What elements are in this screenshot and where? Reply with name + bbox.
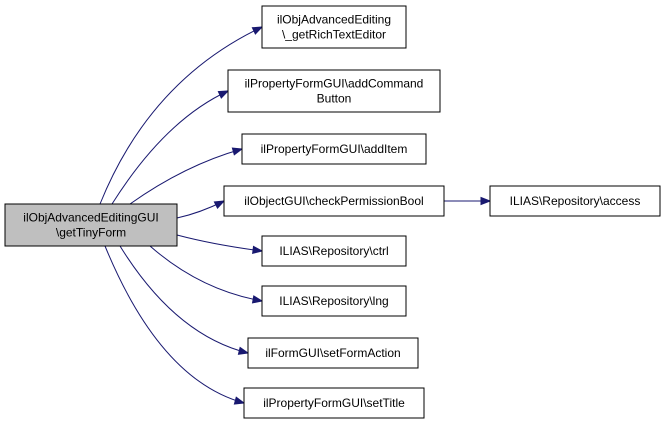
callee-node-4[interactable]: ILIAS\Repository\ctrl <box>261 235 407 267</box>
edges-layer <box>99 26 492 405</box>
callee-node-5-box <box>261 285 407 317</box>
edge-root-to-callee-5 <box>149 245 263 302</box>
callee-node-3[interactable]: ilObjectGUI\checkPermissionBool <box>223 185 445 217</box>
callee-node-1-label-line: Button <box>317 92 352 106</box>
edge-root-to-callee-0 <box>99 26 263 205</box>
edge-root-to-callee-3-arrowhead <box>213 200 226 210</box>
second-level-node-0-box <box>489 185 661 217</box>
edge-root-to-callee-4-arrowhead <box>252 245 264 254</box>
callee-node-1-label-line: ilPropertyFormGUI\addCommand <box>245 77 424 91</box>
callee-node-3-label-line: ilObjectGUI\checkPermissionBool <box>244 194 423 208</box>
callee-node-6-label-line: ilFormGUI\setFormAction <box>265 346 400 360</box>
edge-root-to-callee-6 <box>119 245 249 354</box>
callee-node-0-label-line: ilObjAdvancedEditing <box>277 13 391 27</box>
edge-root-to-callee-1-arrowhead <box>217 90 230 99</box>
root-node-label-line: ilObjAdvancedEditingGUI <box>23 211 158 225</box>
callee-node-3-box <box>223 185 445 217</box>
callee-node-2-box <box>241 133 427 165</box>
callee-node-0-box <box>261 5 407 49</box>
root-node[interactable]: ilObjAdvancedEditingGUI\getTinyForm <box>4 203 178 247</box>
edge-root-to-callee-2 <box>129 148 243 205</box>
edge-callee-to-second-0-arrowhead <box>480 196 492 206</box>
callee-node-5[interactable]: ILIAS\Repository\lng <box>261 285 407 317</box>
edge-root-to-callee-7-arrowhead <box>233 396 246 405</box>
nodes-layer: ilObjAdvancedEditingGUI\getTinyFormilObj… <box>4 5 661 419</box>
callee-node-5-label-line: ILIAS\Repository\lng <box>279 294 388 308</box>
edge-root-to-callee-7 <box>104 245 245 404</box>
callee-node-2[interactable]: ilPropertyFormGUI\addItem <box>241 133 427 165</box>
callee-node-0[interactable]: ilObjAdvancedEditing\_getRichTextEditor <box>261 5 407 49</box>
callee-node-7-box <box>243 387 425 419</box>
callee-node-1-box <box>227 69 441 113</box>
edge-root-to-callee-1 <box>111 90 229 205</box>
callee-node-2-label-line: ilPropertyFormGUI\addItem <box>261 142 408 156</box>
callee-node-7[interactable]: ilPropertyFormGUI\setTitle <box>243 387 425 419</box>
callee-node-4-label-line: ILIAS\Repository\ctrl <box>279 244 388 258</box>
edge-root-to-callee-2-arrowhead <box>231 147 244 156</box>
edge-root-to-callee-4 <box>176 234 263 252</box>
edge-root-to-callee-6-arrowhead <box>237 346 250 355</box>
edge-root-to-callee-0-arrowhead <box>251 26 264 35</box>
edge-root-to-callee-5-arrowhead <box>251 295 264 304</box>
callee-node-0-label-line: \_getRichTextEditor <box>282 28 386 42</box>
root-node-label-line: \getTinyForm <box>56 226 126 240</box>
second-level-node-0-label-line: ILIAS\Repository\access <box>510 194 641 208</box>
callee-node-6-box <box>247 337 419 369</box>
callee-node-7-label-line: ilPropertyFormGUI\setTitle <box>263 396 405 410</box>
root-node-box <box>4 203 178 247</box>
callee-node-4-box <box>261 235 407 267</box>
callee-node-6[interactable]: ilFormGUI\setFormAction <box>247 337 419 369</box>
second-level-node-0[interactable]: ILIAS\Repository\access <box>489 185 661 217</box>
